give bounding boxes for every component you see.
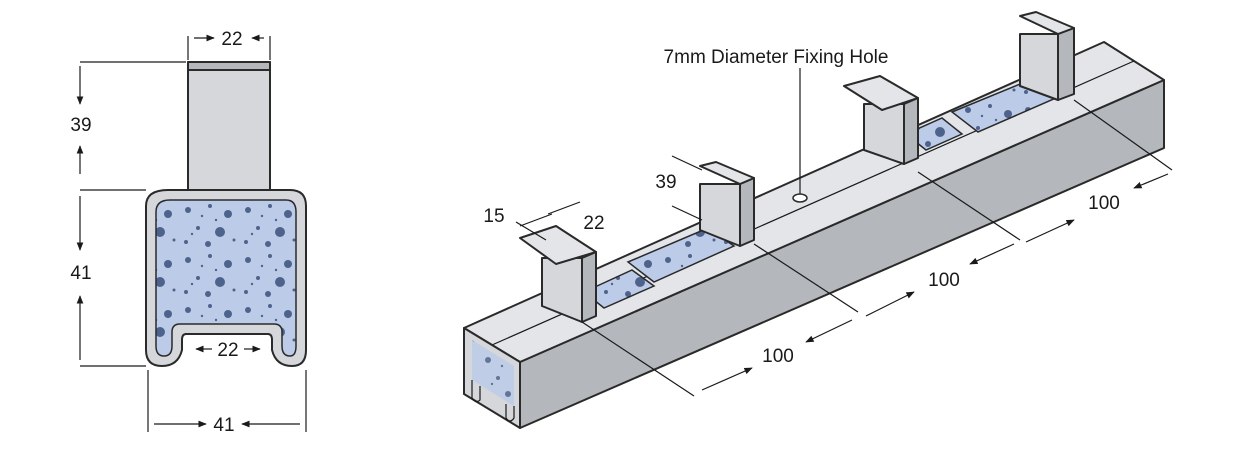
iso-foam-window-3	[904, 117, 964, 151]
iso-channel-side	[519, 79, 1165, 429]
iso-spacing-1-label: 100	[762, 346, 794, 367]
section-channel-height-label: 41	[70, 263, 91, 284]
iso-tab-4	[1019, 11, 1075, 101]
section-view: 22 39 41 22 41	[70, 29, 307, 436]
section-slot-width-label: 22	[217, 340, 238, 361]
iso-foam-window-1	[582, 269, 656, 309]
iso-tab-depth-label: 15	[483, 206, 504, 227]
iso-spacing-2-label: 100	[928, 270, 960, 291]
section-foam-infill	[155, 199, 297, 357]
iso-end-foam	[472, 340, 514, 406]
section-tab	[187, 61, 271, 191]
section-tab-width-label: 22	[221, 29, 242, 50]
iso-tab-width-label: 22	[583, 213, 604, 234]
iso-tab-3	[843, 75, 919, 165]
iso-spacing-3-label: 100	[1088, 193, 1120, 214]
iso-view: 7mm Diameter Fixing Hole 15 22 39 100 10…	[463, 11, 1173, 429]
section-tab-top	[187, 61, 271, 71]
iso-foam-window-2	[626, 227, 736, 283]
iso-fixing-hole-callout: 7mm Diameter Fixing Hole	[664, 47, 889, 68]
iso-tab-2	[699, 161, 755, 247]
iso-tab-height-label: 39	[655, 172, 676, 193]
section-channel-width-label: 41	[213, 415, 234, 436]
iso-fixing-hole	[792, 193, 808, 203]
section-tab-height-label: 39	[70, 115, 91, 136]
